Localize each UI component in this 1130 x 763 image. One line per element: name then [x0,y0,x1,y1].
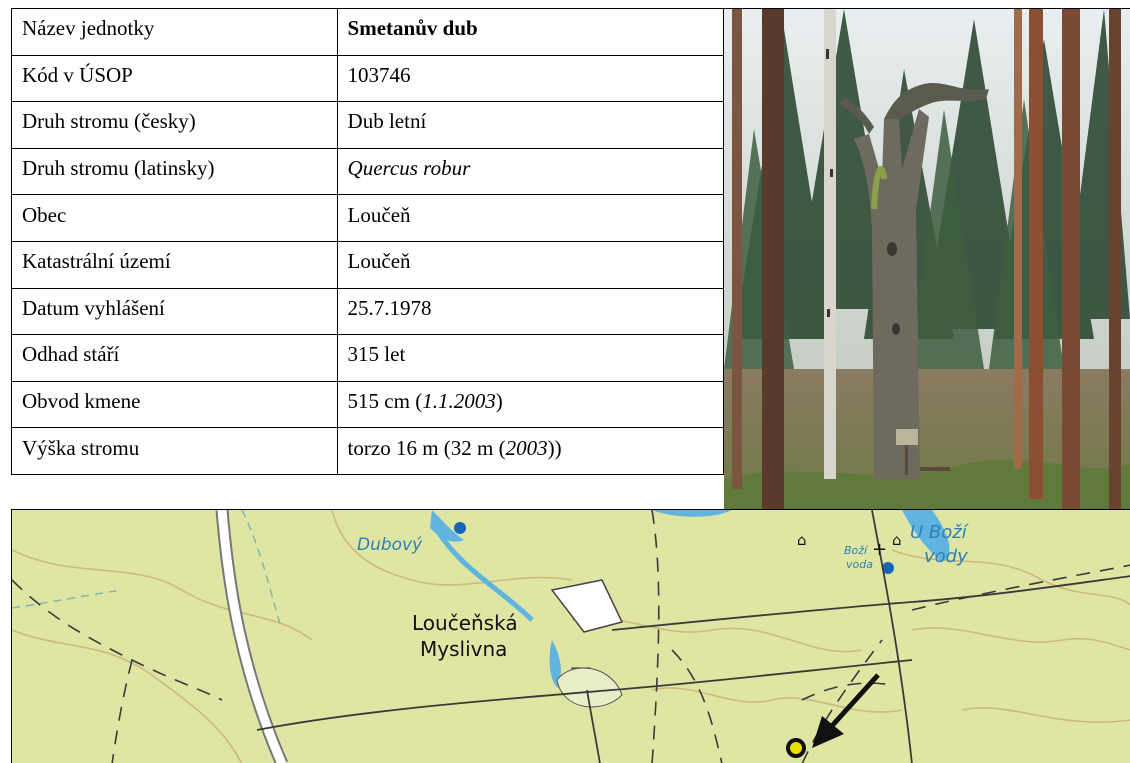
height-text: torzo 16 m (32 m ( [347,435,506,460]
table-row: Obvod kmene 515 cm (1.1.2003) [11,380,725,429]
species-czech-value: Dub letní [336,101,725,149]
arrow-icon [812,716,844,748]
table-row: Druh stromu (česky) Dub letní [11,101,725,149]
girth-date: 1.1.2003 [422,389,496,414]
girth-close: ) [495,389,503,414]
municipality-value: Loučeň [336,194,725,242]
map-label-bozi: Boží [844,544,869,557]
height-date: 2003 [505,435,548,460]
tree-height-value: torzo 16 m (32 m (2003)) [336,427,725,475]
unit-name-text: Smetanův dub [347,16,478,41]
cadastral-area-value: Loučeň [336,240,725,289]
species-latin-value: Quercus robur [336,147,725,196]
tree-location-marker [786,738,806,758]
table-row: Obec Loučeň [11,194,725,242]
topographic-map: ⌂ + ⌂ Dubový U Boží vody Boží voda Louče… [12,510,1130,763]
map-symbol: ⌂ [892,531,902,549]
table-row: Druh stromu (latinsky) Quercus robur [11,147,725,196]
table-row: Datum vyhlášení 25.7.1978 [11,287,725,336]
table-row: Odhad stáří 315 let [11,334,725,382]
tree-photo [724,8,1130,509]
map-symbol: ⌂ [797,531,807,549]
unit-name-value: Smetanův dub [336,8,725,56]
tree-info-table: Název jednotky Smetanův dub Kód v ÚSOP 1… [11,8,725,475]
map-label-dubovy: Dubový [357,535,423,555]
trunk-girth-value: 515 cm (1.1.2003) [336,380,725,429]
row-label: Druh stromu (latinsky) [11,147,338,196]
girth-text: 515 cm ( [347,389,423,414]
location-map: ⌂ + ⌂ Dubový U Boží vody Boží voda Louče… [11,509,1130,763]
map-label-voda: voda [846,558,873,571]
row-label: Výška stromu [11,427,338,475]
row-label: Katastrální území [11,240,338,289]
row-label: Druh stromu (česky) [11,101,338,149]
table-row: Výška stromu torzo 16 m (32 m (2003)) [11,427,725,475]
row-label: Obec [11,194,338,242]
row-label: Datum vyhlášení [11,287,338,336]
table-row: Kód v ÚSOP 103746 [11,54,725,103]
map-label-myslivna: Myslivna [420,637,507,661]
row-label: Obvod kmene [11,380,338,429]
map-label-u-bozi: U Boží [910,522,970,543]
height-close: )) [547,435,562,460]
table-row: Název jednotky Smetanův dub [11,8,725,56]
row-label: Odhad stáří [11,334,338,382]
row-label: Název jednotky [11,8,338,56]
map-label-loucenska: Loučeňská [412,611,518,635]
table-row: Katastrální území Loučeň [11,240,725,289]
forest-photo-illustration [724,9,1130,509]
map-label-vody: vody [924,546,968,567]
declaration-date-value: 25.7.1978 [336,287,725,336]
row-label: Kód v ÚSOP [11,54,338,103]
cross-icon: + [872,539,887,560]
usop-code-value: 103746 [336,54,725,103]
species-latin-text: Quercus robur [347,156,471,181]
age-estimate-value: 315 let [336,334,725,382]
